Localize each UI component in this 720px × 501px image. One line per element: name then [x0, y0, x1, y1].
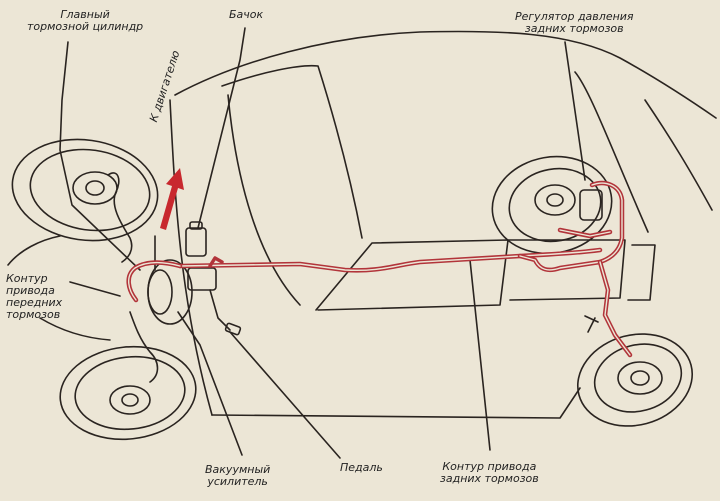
vacuum-booster-face — [147, 269, 173, 315]
front-right-brake-hose — [129, 311, 159, 383]
door-pillar-outline — [574, 71, 649, 233]
label-rear-pressure-regulator-line1: Регулятор давления — [515, 10, 634, 23]
front-fender-line — [39, 317, 111, 341]
label-rear-circuit-line2: задних тормозов — [440, 472, 539, 485]
label-vacuum-booster-line1: Вакуумный — [205, 463, 271, 476]
label-master-cylinder-line2: тормозной цилиндр — [27, 20, 144, 33]
label-rear-pressure-regulator: Регулятор давления задних тормозов — [515, 11, 634, 35]
front-left-wheel — [11, 138, 159, 242]
label-rear-circuit-line1: Контур привода — [442, 460, 537, 473]
rear-regulator-bracket — [584, 315, 599, 333]
floor-outline — [211, 387, 581, 419]
front-right-hub — [121, 393, 139, 407]
rear-upper-wheel-inner — [508, 167, 602, 243]
front-left-drum — [72, 171, 118, 205]
label-reservoir: Бачок — [229, 8, 264, 21]
a-pillar-line — [227, 94, 301, 306]
rear-lower-wheel — [576, 333, 694, 427]
label-vacuum-booster-line2: усилитель — [207, 475, 268, 488]
front-right-wheel-inner — [74, 355, 186, 431]
front-left-wheel-inner — [29, 148, 151, 232]
rear-regulator-line-inner — [519, 182, 623, 271]
reservoir-body — [185, 227, 207, 257]
rear-lower-wheel-inner — [593, 343, 683, 413]
front-circuit-line-inner — [128, 261, 181, 301]
brake-pedal-pad — [224, 322, 242, 336]
leader-rear-circuit — [469, 259, 491, 451]
front-right-drum — [109, 385, 151, 415]
label-front-circuit-line1: Контур — [6, 272, 48, 285]
front-left-brake-hose — [107, 172, 133, 263]
label-pedal: Педаль — [340, 461, 383, 474]
leader-master-cylinder — [59, 41, 141, 271]
rear-window-outline — [644, 99, 713, 211]
reservoir-cap — [189, 221, 203, 230]
label-vacuum-booster: Вакуумный усилитель — [205, 464, 270, 488]
label-front-circuit-line2: привода — [6, 284, 55, 297]
car-roof-outline — [174, 30, 717, 119]
label-rear-pressure-regulator-line2: задних тормозов — [524, 22, 624, 35]
front-right-wheel — [59, 345, 197, 441]
leader-regulator — [564, 41, 586, 181]
leader-pedal — [229, 331, 341, 459]
reservoir-line — [208, 256, 224, 268]
rear-regulator-body — [579, 189, 603, 221]
rear-panel-outline — [627, 244, 656, 301]
car-side-outline — [7, 235, 61, 266]
rear-lower-hub — [630, 370, 650, 386]
label-front-circuit: Контур привода передних тормозов — [6, 273, 62, 321]
windshield-outline — [221, 64, 363, 239]
label-front-circuit-line3: передних — [6, 296, 63, 309]
label-front-circuit-line4: тормозов — [6, 308, 61, 321]
rear-lower-drum — [617, 361, 663, 395]
rear-upper-line-inner — [559, 229, 611, 237]
rear-upper-drum — [534, 184, 576, 216]
label-rear-circuit: Контур привода задних тормозов — [440, 461, 539, 485]
leader-front-circuit — [69, 281, 121, 297]
to-engine-arrow — [160, 168, 184, 230]
label-master-cylinder: Главный тормозной цилиндр — [27, 9, 143, 33]
rear-upper-hub — [546, 193, 564, 207]
floor-panel-outline — [315, 239, 509, 311]
leader-vacuum-booster — [177, 311, 243, 456]
leader-reservoir — [197, 27, 246, 229]
master-cylinder-body — [187, 267, 217, 291]
front-body-line — [169, 99, 213, 416]
label-master-cylinder-line1: Главный — [60, 8, 110, 21]
rear-lower-line-inner — [599, 261, 631, 356]
main-brake-line-inner — [179, 249, 601, 272]
front-left-hub — [85, 180, 105, 196]
